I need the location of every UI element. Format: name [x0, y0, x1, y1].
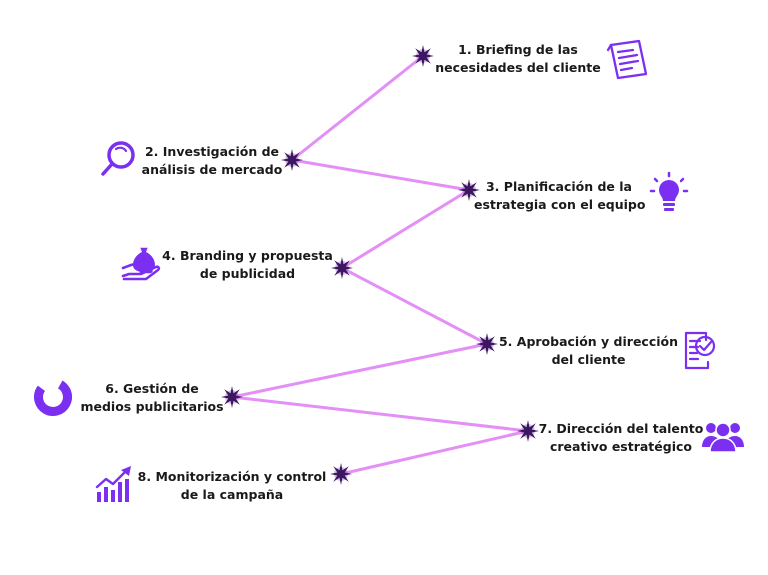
step-6-label: 6. Gestión de medios publicitarios [72, 380, 232, 416]
step-1-label: 1. Briefing de las necesidades del clien… [433, 41, 603, 77]
step-8-star-node [330, 463, 352, 485]
people-group-icon [702, 422, 744, 453]
step-5-label: 5. Aprobación y dirección del cliente [496, 333, 681, 369]
step-1-line1: 1. Briefing de las [458, 42, 578, 57]
step-3-star-node [458, 179, 480, 201]
step-8-line1: 8. Monitorización y control [137, 469, 327, 484]
step-2-line1: 2. Investigación de [144, 144, 279, 159]
money-hand-icon [121, 246, 161, 281]
step-2-star-node [281, 149, 303, 171]
connector-line [230, 54, 530, 476]
step-7-star-node [517, 420, 539, 442]
step-5-line1: 5. Aprobación y dirección [498, 334, 679, 349]
step-8-label: 8. Monitorización y control de la campañ… [132, 468, 332, 504]
step-4-line2: de publicidad [199, 266, 296, 281]
step-1-star-node [412, 45, 434, 67]
step-5-line2: del cliente [551, 352, 626, 367]
step-6-line2: medios publicitarios [80, 399, 224, 414]
step-5-star-node [476, 333, 498, 355]
step-2-line2: análisis de mercado [141, 162, 283, 177]
step-3-line2: estrategia con el equipo [474, 197, 646, 212]
donut-chart-icon [34, 378, 72, 416]
step-4-star-node [331, 257, 353, 279]
lightbulb-icon [649, 171, 689, 211]
step-6-star-node [221, 386, 243, 408]
step-7-line1: 7. Dirección del talento [538, 421, 704, 436]
approval-checklist-icon [684, 331, 716, 370]
step-2-label: 2. Investigación de análisis de mercado [137, 143, 287, 179]
step-1-line2: necesidades del cliente [435, 60, 601, 75]
step-4-line1: 4. Branding y propuesta [162, 248, 333, 263]
step-7-label: 7. Dirección del talento creativo estrat… [536, 420, 706, 456]
step-8-line2: de la campaña [180, 487, 284, 502]
magnifier-icon [101, 141, 135, 176]
document-icon [606, 39, 648, 80]
step-3-line1: 3. Planificación de la [485, 179, 632, 194]
step-6-line1: 6. Gestión de [105, 381, 199, 396]
step-3-label: 3. Planificación de la estrategia con el… [474, 178, 646, 214]
step-4-label: 4. Branding y propuesta de publicidad [160, 247, 335, 283]
step-7-line2: creativo estratégico [549, 439, 692, 454]
growth-chart-icon [95, 466, 131, 502]
